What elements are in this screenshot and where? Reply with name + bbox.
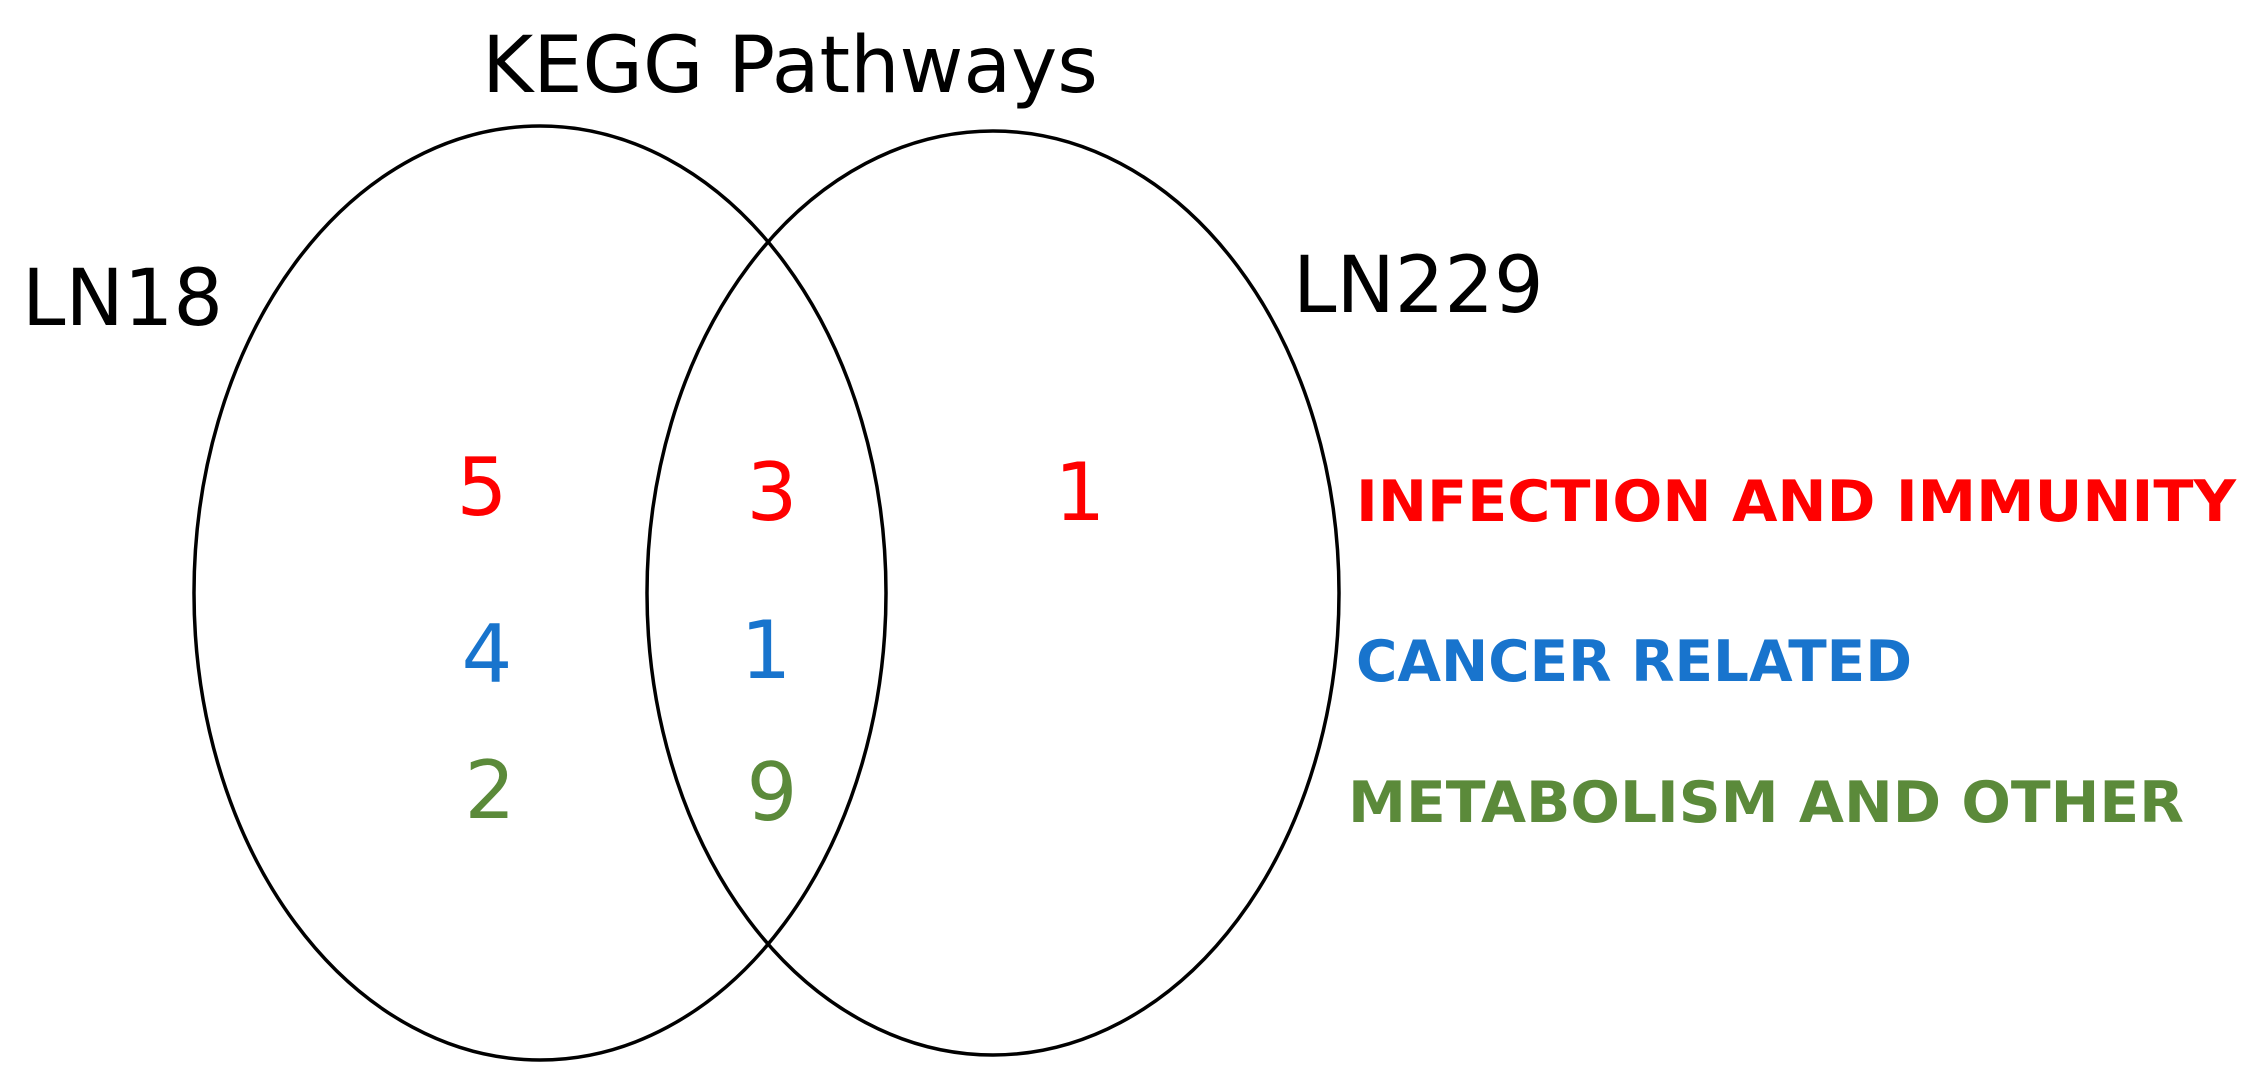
- diagram-title: KEGG Pathways: [482, 21, 1098, 111]
- legend-metabolism-and-other: METABOLISM AND OTHER: [1348, 770, 2184, 836]
- count-cancer-both: 1: [741, 604, 792, 697]
- set-label-ln18: LN18: [22, 254, 223, 344]
- legend-cancer-related: CANCER RELATED: [1356, 629, 1912, 695]
- legend-infection-and-immunity: INFECTION AND IMMUNITY: [1356, 469, 2237, 535]
- count-infection-ln229-only: 1: [1055, 446, 1106, 539]
- count-metabolism-ln18-only: 2: [465, 744, 516, 837]
- count-metabolism-both: 9: [747, 746, 798, 839]
- set-label-ln229: LN229: [1293, 241, 1544, 331]
- set-ellipse-ln18: [192, 124, 888, 1062]
- count-cancer-ln18-only: 4: [462, 608, 513, 701]
- count-infection-both: 3: [747, 446, 798, 539]
- set-ellipse-ln229: [645, 129, 1341, 1057]
- count-infection-ln18-only: 5: [457, 441, 508, 534]
